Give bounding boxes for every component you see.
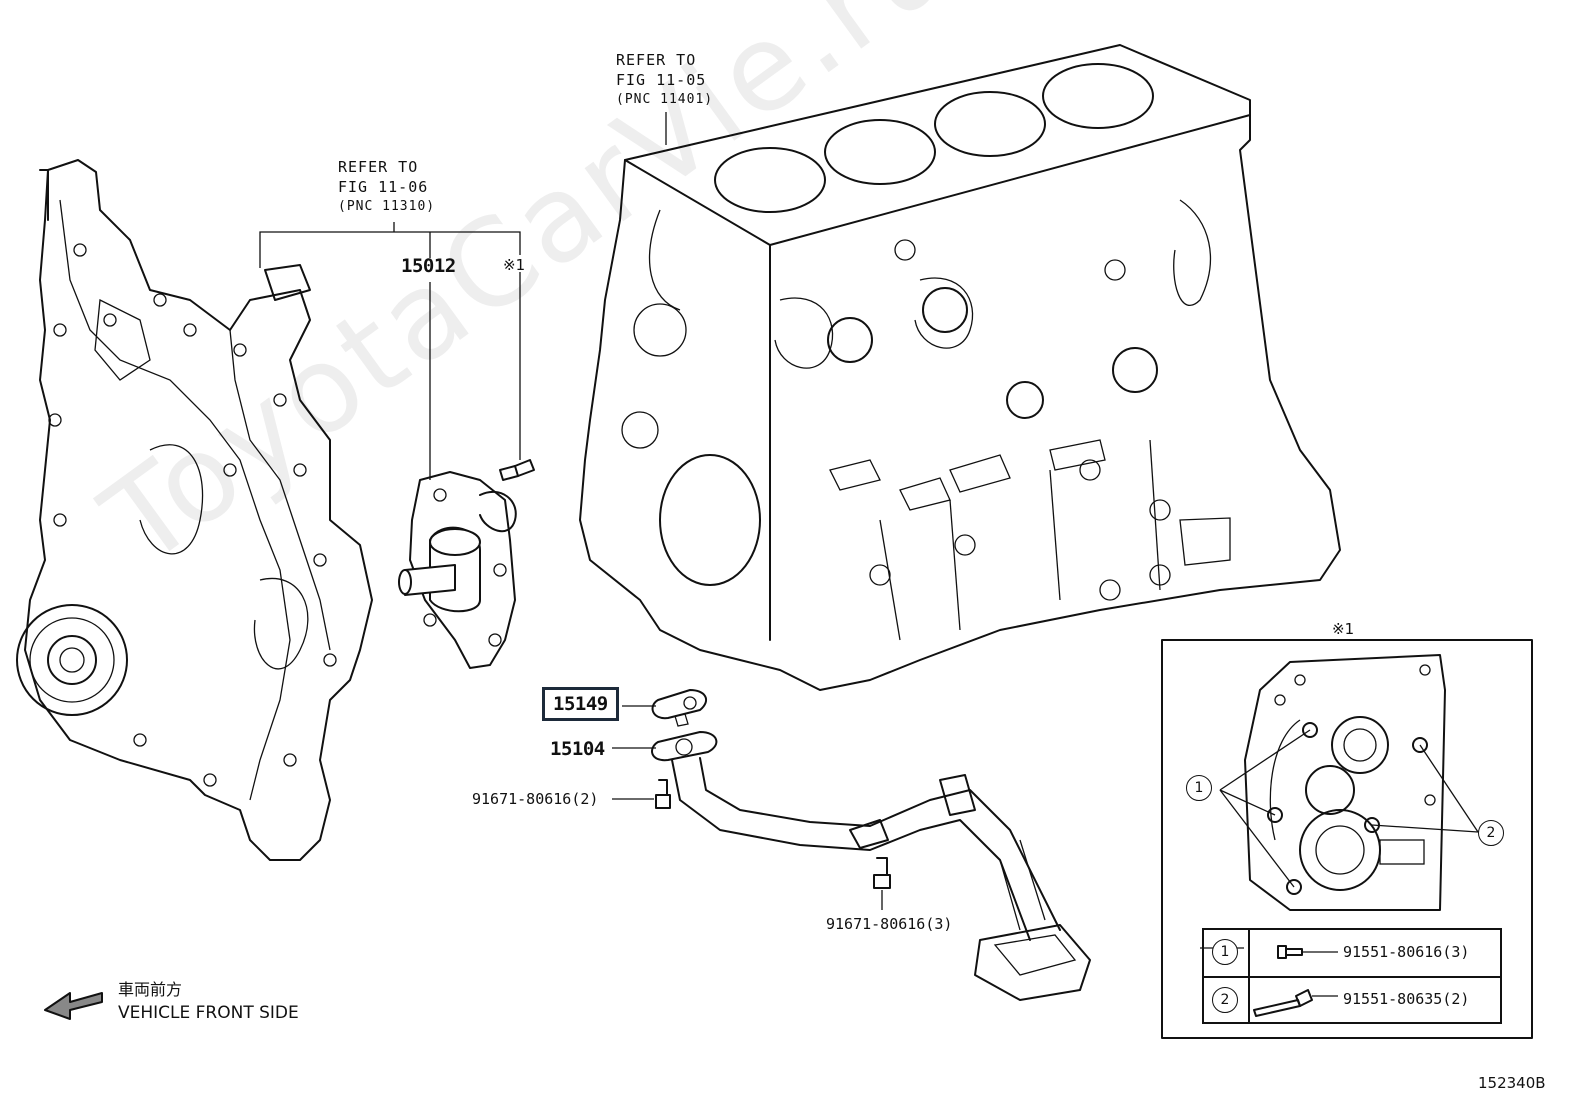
- cylinder-block-drawing: [579, 44, 1341, 691]
- refer-cover-pnc: (PNC 11310): [338, 199, 436, 214]
- oil-strainer-drawing: [671, 757, 1091, 1001]
- gasket-15149-drawing: [651, 689, 708, 727]
- detail-view-drawing: [1161, 639, 1533, 1039]
- water-pump-drawing: [398, 471, 517, 669]
- direction-en: VEHICLE FRONT SIDE: [118, 1003, 299, 1023]
- legend-part-2[interactable]: 91551-80635(2): [1343, 990, 1470, 1008]
- note-mark-1: ※1: [503, 256, 526, 274]
- refer-block-line2: FIG 11-05: [616, 71, 707, 89]
- bolt-a-drawing: [655, 779, 671, 809]
- front-direction-arrow: [44, 992, 103, 1020]
- refer-block-pnc: (PNC 11401): [616, 92, 714, 107]
- detail-callout-2: 2: [1478, 820, 1504, 846]
- legend-num-cell-2: 2: [1204, 978, 1250, 1024]
- bolt-b-drawing: [873, 857, 891, 889]
- leader-lines: [259, 112, 883, 910]
- pump-bolt-drawing: [499, 459, 535, 481]
- part-15149-label[interactable]: 15149: [542, 687, 619, 721]
- refer-block-block: REFER TO FIG 11-05 (PNC 11401): [616, 50, 713, 110]
- part-15104-label[interactable]: 15104: [550, 738, 605, 760]
- gasket-15104-drawing: [651, 731, 718, 762]
- timing-cover-drawing: [16, 159, 373, 861]
- legend-num-1: 1: [1212, 939, 1238, 965]
- legend-row-2: 2 91551-80635(2): [1204, 976, 1500, 1024]
- legend-num-2: 2: [1212, 987, 1238, 1013]
- bolt-a-label[interactable]: 91671-80616(2): [472, 790, 599, 808]
- detail-callout-1: 1: [1186, 775, 1212, 801]
- refer-block-cover: REFER TO FIG 11-06 (PNC 11310): [338, 157, 435, 217]
- bolt-legend-table: 1 91551-80616(3) 2 91551-80635(2): [1202, 928, 1502, 1024]
- direction-jp: 車両前方: [118, 980, 183, 999]
- figure-id: 152340B: [1478, 1074, 1546, 1092]
- detail-mark: ※1: [1332, 620, 1355, 638]
- refer-cover-line2: FIG 11-06: [338, 178, 429, 196]
- legend-num-cell-1: 1: [1204, 930, 1250, 976]
- legend-row-1: 1 91551-80616(3): [1204, 930, 1500, 976]
- refer-block-line1: REFER TO: [616, 51, 697, 69]
- legend-part-1[interactable]: 91551-80616(3): [1343, 943, 1470, 961]
- part-15012-label[interactable]: 15012: [401, 255, 456, 277]
- refer-cover-line1: REFER TO: [338, 158, 419, 176]
- bolt-b-label[interactable]: 91671-80616(3): [826, 915, 953, 933]
